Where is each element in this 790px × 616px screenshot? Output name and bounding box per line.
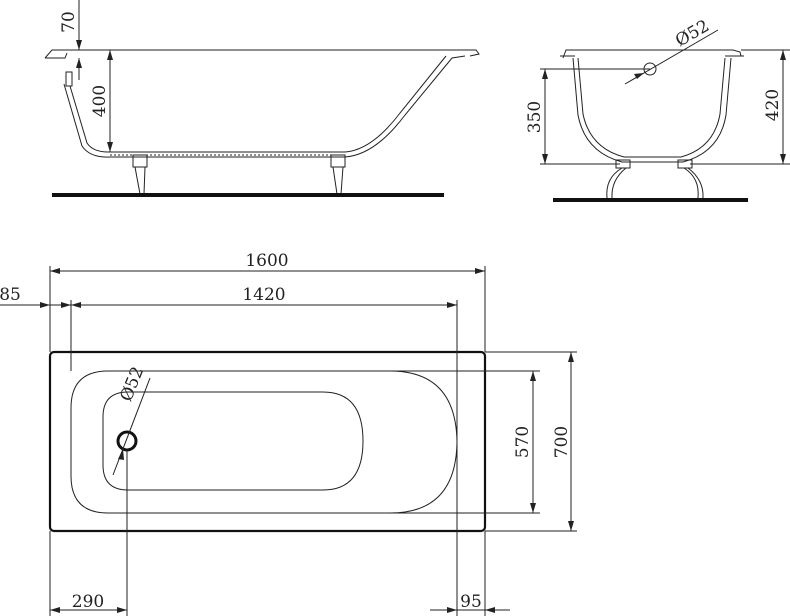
dim-1420: 1420 xyxy=(242,285,285,305)
dim-1600: 1600 xyxy=(245,251,288,271)
dim-95: 95 xyxy=(460,592,482,612)
end-shell-inner xyxy=(577,57,726,158)
side-rim xyxy=(44,49,480,59)
plan-rim-contour xyxy=(70,370,458,514)
side-overflow xyxy=(65,71,73,87)
dim-700: 700 xyxy=(552,426,572,458)
dim-plan-drain: Ø52 xyxy=(116,364,148,404)
dim-420: 420 xyxy=(763,89,783,121)
plan-drain-icon xyxy=(116,430,138,452)
dim-end-drain: Ø52 xyxy=(672,16,713,51)
plan-basin xyxy=(102,391,364,491)
dim-570: 570 xyxy=(513,426,533,458)
dim-290: 290 xyxy=(72,592,104,612)
side-leg-right xyxy=(330,154,346,195)
side-shell-inner xyxy=(69,55,447,153)
plan-view: Ø52 1600 1420 85 700 570 xyxy=(0,251,577,616)
dim-85: 85 xyxy=(0,285,21,305)
end-shell-outer xyxy=(572,57,732,163)
dim-70: 70 xyxy=(59,11,79,33)
end-view: Ø52 350 420 xyxy=(525,16,790,202)
side-leg-left xyxy=(132,154,148,195)
dim-350: 350 xyxy=(525,101,545,133)
end-legs xyxy=(606,159,704,199)
side-view: 70 400 xyxy=(44,0,480,197)
dim-400: 400 xyxy=(90,85,110,117)
plan-outline xyxy=(48,350,487,533)
